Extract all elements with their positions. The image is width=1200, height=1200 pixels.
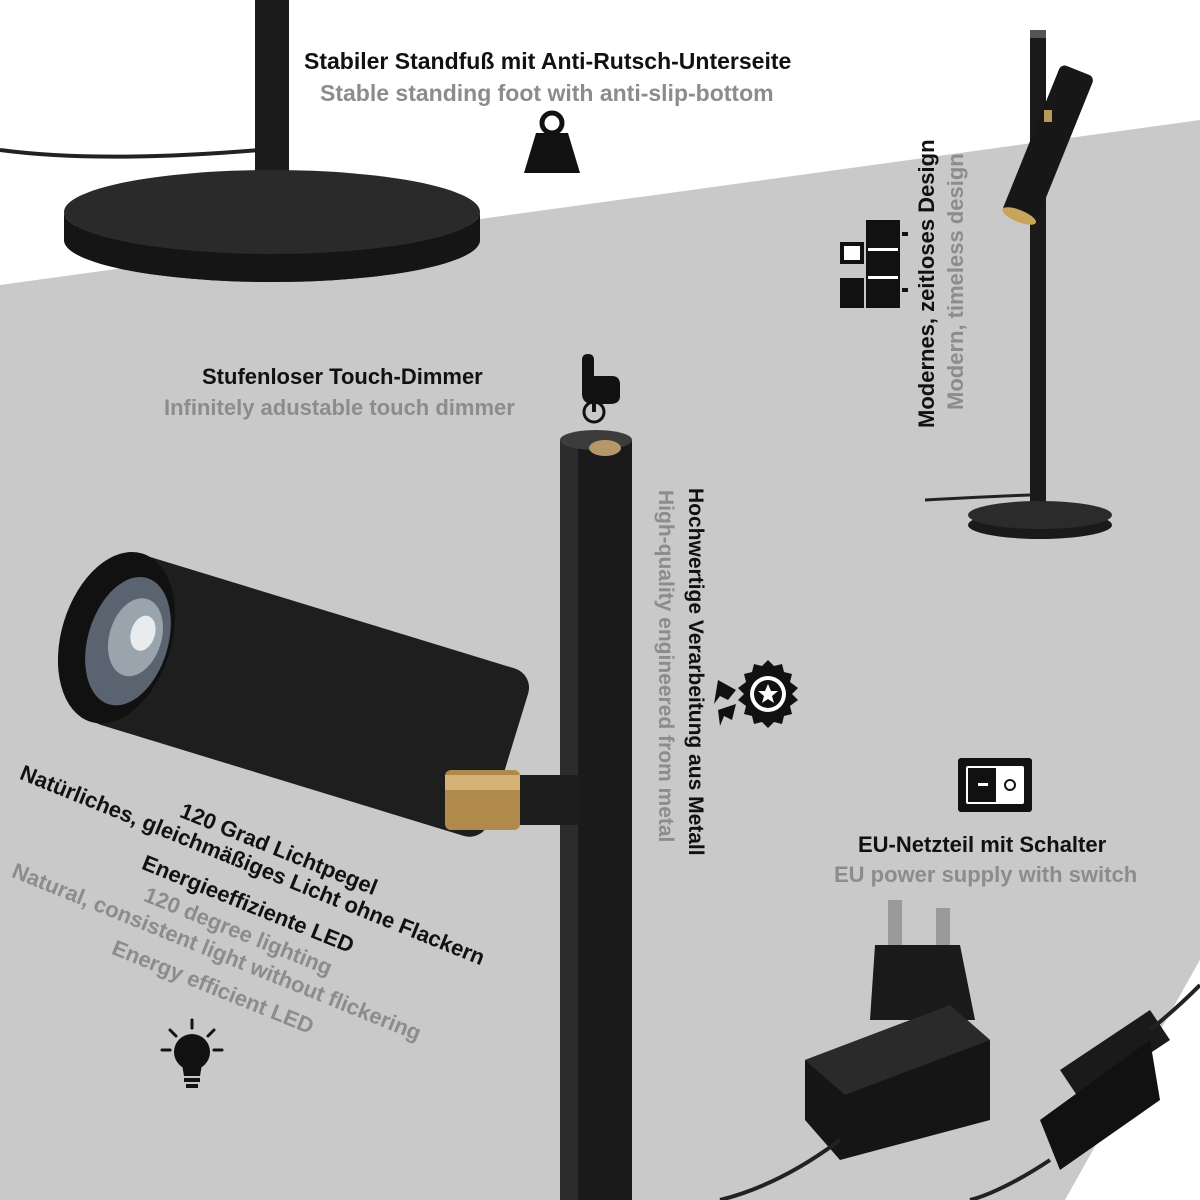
dimmer-label-de: Stufenloser Touch-Dimmer	[202, 364, 483, 389]
rocker-switch-icon	[958, 758, 1032, 812]
design-label-en: Modern, timeless design	[943, 153, 968, 410]
main-lamp-photo	[57, 430, 632, 1200]
lamp-foot-photo	[0, 0, 480, 282]
power-label-en: EU power supply with switch	[834, 862, 1138, 887]
quality-label-en: High-quality engineered from metal	[654, 490, 677, 843]
quality-label-de: Hochwertige Verarbeitung aus Metall	[684, 488, 707, 856]
furniture-icon	[840, 220, 908, 308]
foot-label-de: Stabiler Standfuß mit Anti-Rutsch-Unters…	[304, 48, 792, 74]
touch-finger-icon	[582, 354, 620, 424]
small-lamp-photo	[924, 30, 1112, 539]
dimmer-label-en: Infinitely adustable touch dimmer	[164, 395, 515, 420]
power-supply-photo	[719, 900, 1200, 1200]
power-label-de: EU-Netzteil mit Schalter	[858, 832, 1107, 857]
quality-badge-icon	[714, 660, 798, 728]
design-label-de: Modernes, zeitloses Design	[914, 139, 939, 428]
weight-icon	[524, 110, 580, 173]
foot-label-en: Stable standing foot with anti-slip-bott…	[320, 80, 774, 106]
lightbulb-icon	[160, 1018, 224, 1088]
